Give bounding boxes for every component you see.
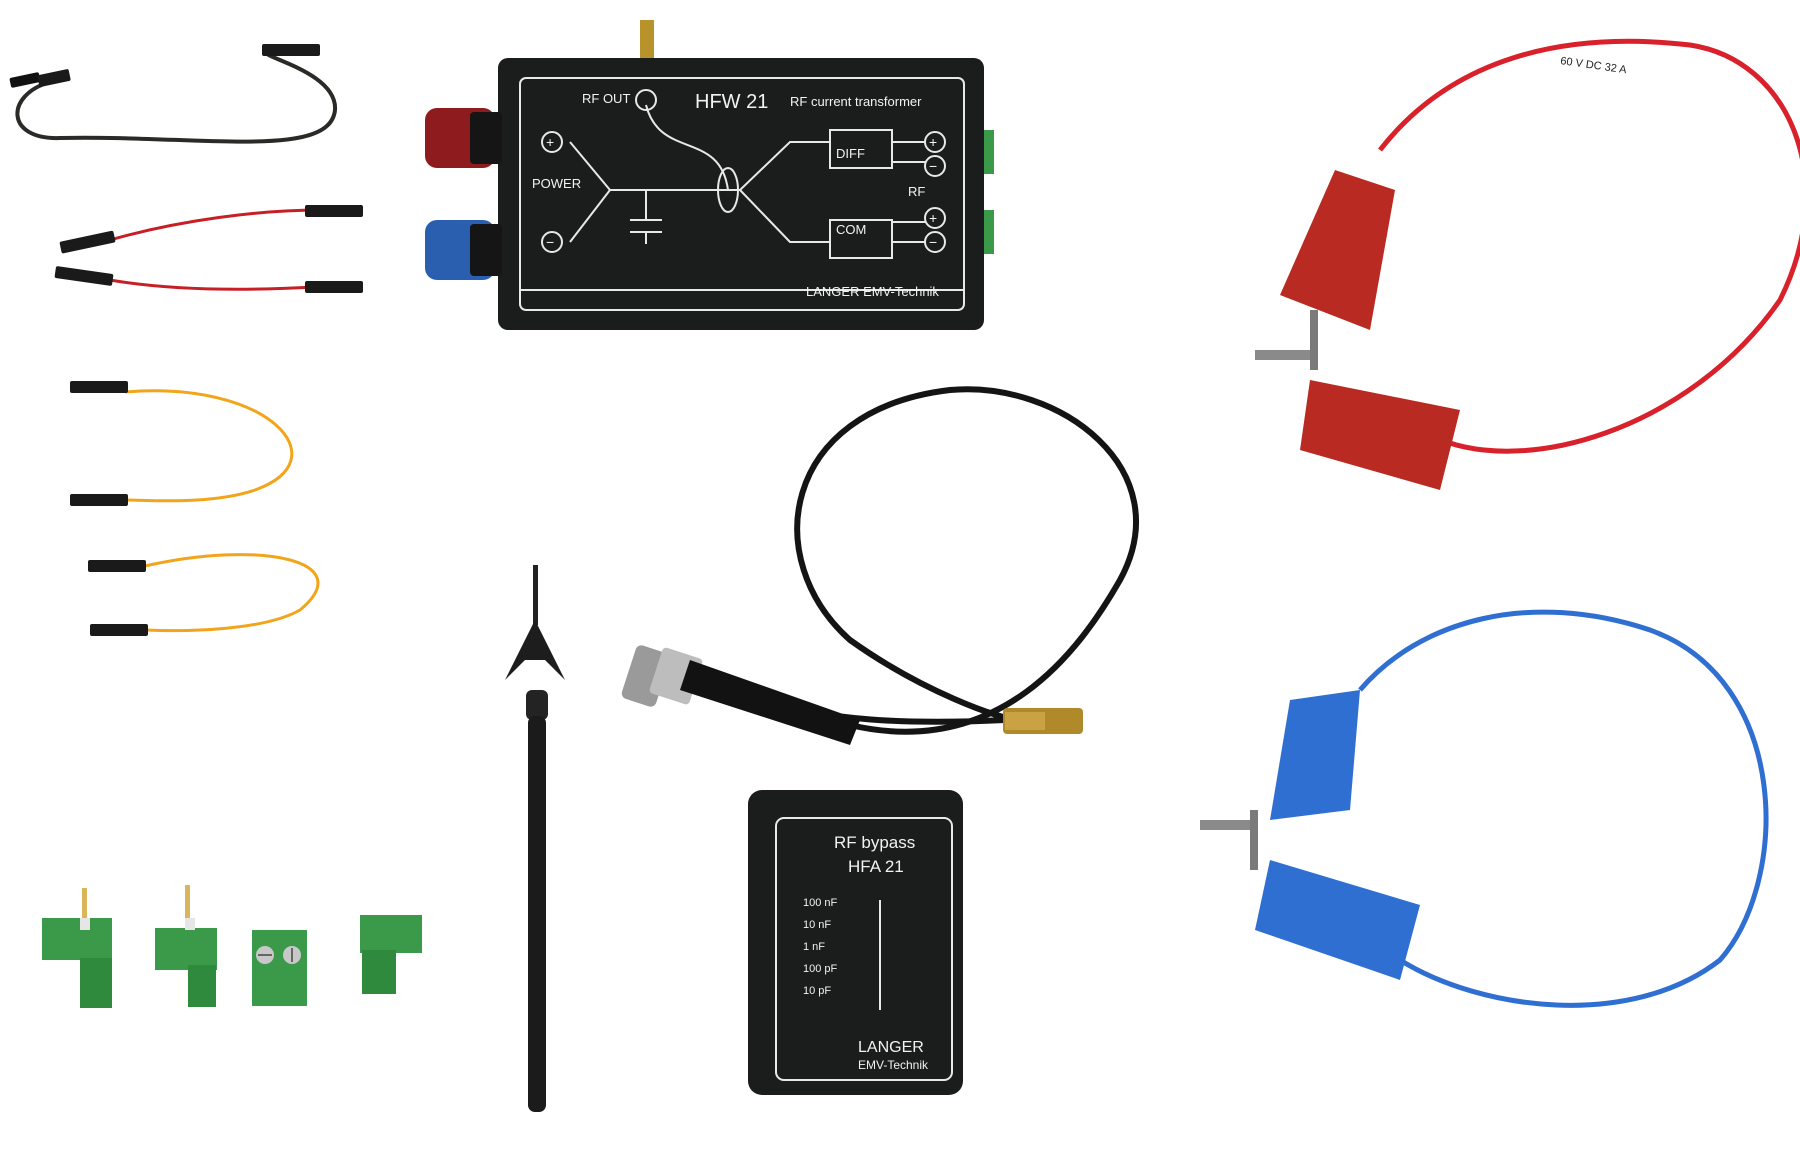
hfa21-value-2: 1 nF [803,941,825,953]
hfw21-minus-com: − [929,234,937,250]
hfa21-value-3: 100 pF [803,963,838,975]
hfw21-minus-diff: − [929,158,937,174]
bnc-connector [621,645,860,745]
probe-pin [505,565,565,1112]
hfw21-model-label: HFW 21 [695,91,768,113]
hfa21-title-label: RF bypass [834,833,915,852]
red-lab-cable: 60 V DC 32 A [1255,38,1800,490]
hfw21-description-label: RF current transformer [790,94,922,109]
hfw21-plus-com: + [929,210,937,226]
terminal-block-4 [360,915,422,994]
hfw21-plus-left: + [546,134,554,150]
terminal-block-2 [155,885,217,1007]
jumper-wire-red-1 [59,205,363,254]
hfw21-device: RF OUT HFW 21 RF current transformer POW… [425,20,994,330]
hfw21-rf-label: RF [908,184,925,199]
coax-cable [759,386,1139,735]
hfa21-value-4: 10 pF [803,985,831,997]
jumper-wire-yellow-2 [88,553,320,636]
hfw21-rf-out-label: RF OUT [582,91,630,106]
red-cable-print: 60 V DC 32 A [1560,55,1628,76]
terminal-block-3 [252,930,307,1006]
hfw21-com-label: COM [836,222,866,237]
blue-lab-cable [1200,609,1769,1008]
hfw21-power-label: POWER [532,176,581,191]
hfw21-diff-label: DIFF [836,146,865,161]
hfa21-value-1: 10 nF [803,919,831,931]
jumper-wire-red-2 [54,266,363,293]
hfa21-value-0: 100 nF [803,897,838,909]
hfw21-plus-diff: + [929,134,937,150]
jumper-wire-yellow-1 [70,381,294,506]
hfw21-minus-left: − [546,234,554,250]
hfa21-device: RF bypass HFA 21 100 nF 10 nF 1 nF 100 p… [748,790,963,1095]
hfw21-brand-label: LANGER EMV-Technik [806,284,939,299]
hfa21-brand-label: LANGER [858,1039,924,1056]
terminal-block-1 [42,888,112,1008]
hfa21-brand-sub-label: EMV-Technik [858,1058,929,1072]
hfa21-model-label: HFA 21 [848,857,904,876]
jumper-wire-black-brown [9,44,338,144]
